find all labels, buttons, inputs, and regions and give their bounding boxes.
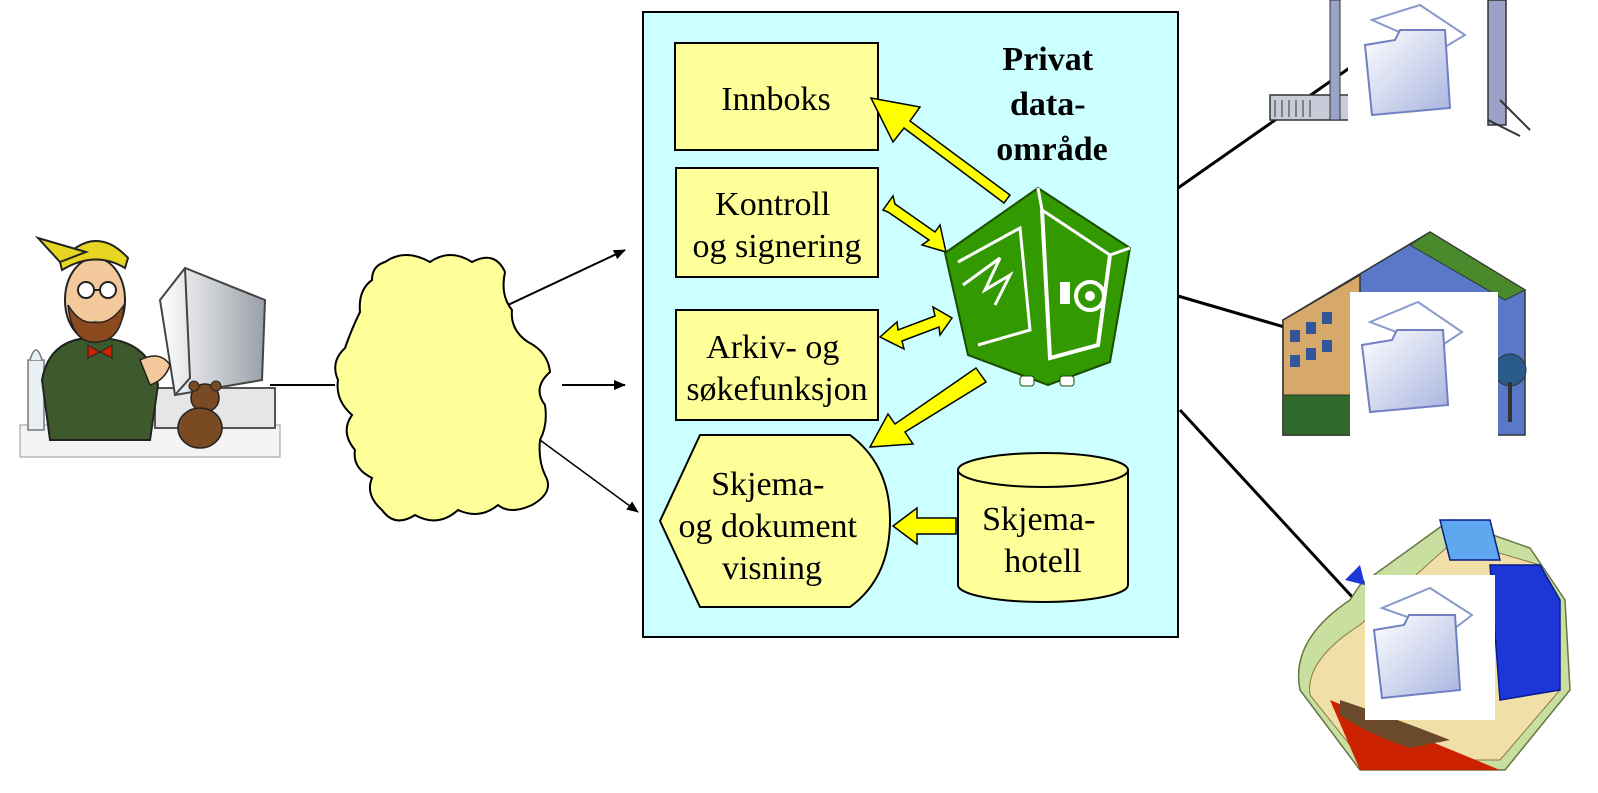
innboks-box	[674, 42, 879, 151]
kontroll-box	[675, 167, 879, 278]
kontroll-label-line-2: og signering	[692, 228, 861, 265]
portal-title: Privat data- område	[996, 41, 1107, 168]
arrow-cloud-to-portal-bottom	[539, 439, 639, 513]
arrow-safe-to-skjema-visning	[868, 366, 988, 448]
skjemahotell-label: Skjema- hotell	[982, 501, 1104, 580]
skjemahotell-cylinder	[957, 452, 1129, 603]
arrow-cloud-to-portal-top	[507, 249, 626, 306]
arrow-arkiv-safe	[878, 305, 954, 351]
portal-title-line-2: data-	[1010, 86, 1086, 123]
safe-icon	[943, 186, 1132, 387]
user-at-computer-icon	[19, 236, 281, 458]
arkiv-label: Arkiv- og søkefunksjon	[686, 329, 867, 408]
arkiv-label-line-2: søkefunksjon	[686, 371, 867, 408]
skjema-visning-display-shape	[658, 434, 892, 608]
internet-cloud-icon	[334, 254, 552, 522]
skjemahotell-label-line-1: Skjema-	[982, 501, 1095, 538]
arkiv-box	[675, 309, 879, 421]
kontroll-label: Kontroll og signering	[692, 186, 861, 265]
portal-title-line-3: område	[996, 131, 1107, 168]
skjema-visning-label-line-3: visning	[722, 550, 822, 587]
arrow-skjemahotell-to-skjema-visning	[891, 506, 957, 546]
arkiv-label-line-1: Arkiv- og	[706, 329, 839, 366]
arrow-kontroll-safe	[881, 194, 948, 254]
arrow-safe-to-innboks	[869, 96, 1012, 205]
kontroll-label-line-1: Kontroll	[715, 186, 830, 223]
skjema-visning-label: Skjema- og dokument visning	[679, 466, 866, 587]
folder-icon	[1360, 300, 1464, 414]
skjema-visning-label-line-2: og dokument	[679, 508, 858, 545]
skjemahotell-label-line-2: hotell	[1004, 543, 1081, 580]
folder-icon	[1372, 586, 1474, 700]
skjema-visning-label-line-1: Skjema-	[711, 466, 824, 503]
portal-title-line-1: Privat	[1002, 41, 1093, 78]
innboks-label-line-1: Innboks	[721, 81, 831, 118]
folder-icon	[1363, 3, 1467, 117]
innboks-label: Innboks	[721, 81, 831, 118]
